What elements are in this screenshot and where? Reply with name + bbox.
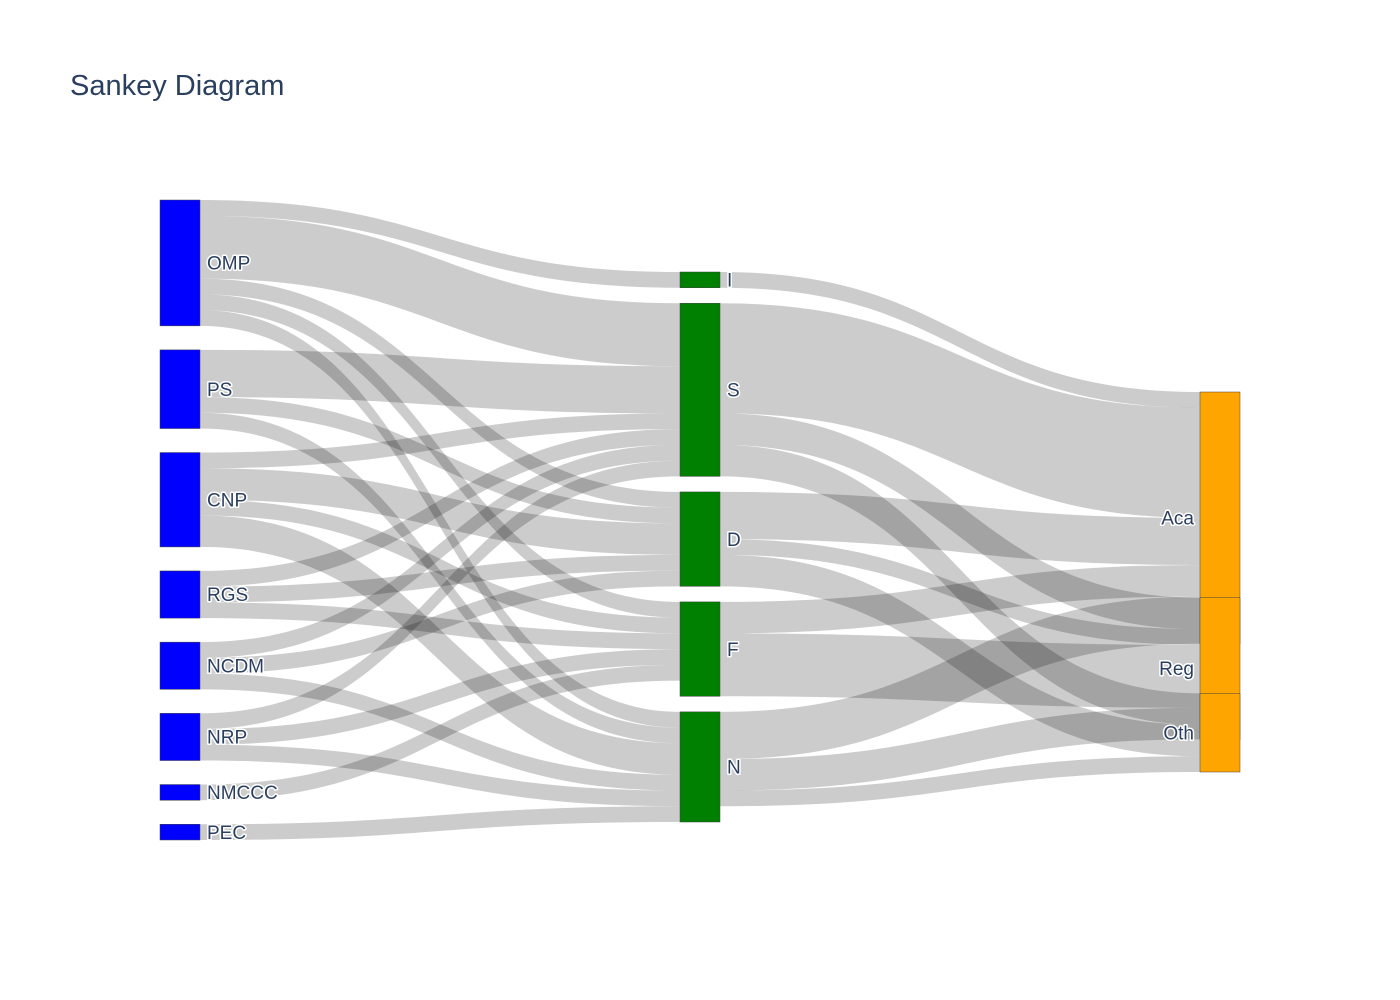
link-n-aca — [720, 596, 1200, 760]
link-n-reg — [720, 707, 1200, 791]
node-label-aca: Aca — [1161, 509, 1194, 530]
nodes-layer — [159, 199, 1241, 841]
node-label-ps: PS — [207, 380, 232, 401]
link-ps-d — [200, 397, 680, 524]
node-label-cnp: CNP — [207, 490, 247, 511]
link-pec-n — [200, 806, 680, 840]
node-label-s: S — [727, 380, 740, 401]
node-f — [679, 601, 721, 697]
node-label-nmccc: NMCCC — [207, 783, 278, 804]
node-label-i: I — [727, 271, 732, 292]
link-omp-f — [200, 294, 680, 618]
node-label-pec: PEC — [207, 823, 246, 844]
link-rgs-f — [200, 602, 680, 650]
link-f-reg — [720, 633, 1200, 708]
node-label-rgs: RGS — [207, 585, 248, 606]
node-label-oth: Oth — [1163, 723, 1194, 744]
link-omp-i — [200, 200, 680, 288]
link-nmccc-f — [200, 664, 680, 801]
link-n-oth — [720, 756, 1200, 807]
node-label-f: F — [727, 640, 739, 661]
link-s-aca — [720, 303, 1200, 518]
node-label-ncdm: NCDM — [207, 656, 264, 677]
link-ps-s — [200, 349, 680, 414]
node-label-omp: OMP — [207, 254, 250, 275]
node-n — [679, 711, 721, 823]
node-rgs — [159, 570, 201, 619]
link-rgs-d — [200, 554, 680, 603]
node-label-reg: Reg — [1159, 659, 1194, 680]
link-s-reg — [720, 413, 1200, 630]
link-i-aca — [720, 272, 1200, 408]
node-i — [679, 271, 721, 288]
node-cnp — [159, 452, 201, 548]
link-cnp-d — [200, 468, 680, 555]
node-nmccc — [159, 784, 201, 801]
link-ps-n — [200, 412, 680, 744]
link-nrp-n — [200, 744, 680, 807]
link-omp-d — [200, 278, 680, 508]
link-nrp-f — [200, 649, 680, 745]
link-ncdm-n — [200, 673, 680, 791]
link-omp-s — [200, 215, 680, 367]
node-oth — [1199, 693, 1241, 773]
link-cnp-n — [200, 515, 680, 775]
node-omp — [159, 199, 201, 327]
chart-title: Sankey Diagram — [70, 70, 285, 102]
link-f-aca — [720, 565, 1200, 634]
link-rgs-s — [200, 429, 680, 587]
node-nrp — [159, 713, 201, 761]
link-d-oth — [720, 554, 1200, 757]
node-s — [679, 303, 721, 477]
node-d — [679, 491, 721, 587]
link-cnp-s — [200, 413, 680, 469]
node-label-d: D — [727, 530, 741, 551]
link-ncdm-s — [200, 444, 680, 658]
link-d-aca — [720, 491, 1200, 566]
links-layer — [200, 200, 1200, 840]
link-omp-n — [200, 310, 680, 728]
link-d-reg — [720, 539, 1200, 645]
link-ncdm-d — [200, 570, 680, 674]
link-s-oth — [720, 444, 1200, 725]
node-ps — [159, 349, 201, 429]
link-cnp-f — [200, 499, 680, 634]
node-ncdm — [159, 641, 201, 690]
link-nrp-s — [200, 460, 680, 730]
node-pec — [159, 824, 201, 841]
node-label-nrp: NRP — [207, 728, 247, 749]
node-label-n: N — [727, 758, 741, 779]
